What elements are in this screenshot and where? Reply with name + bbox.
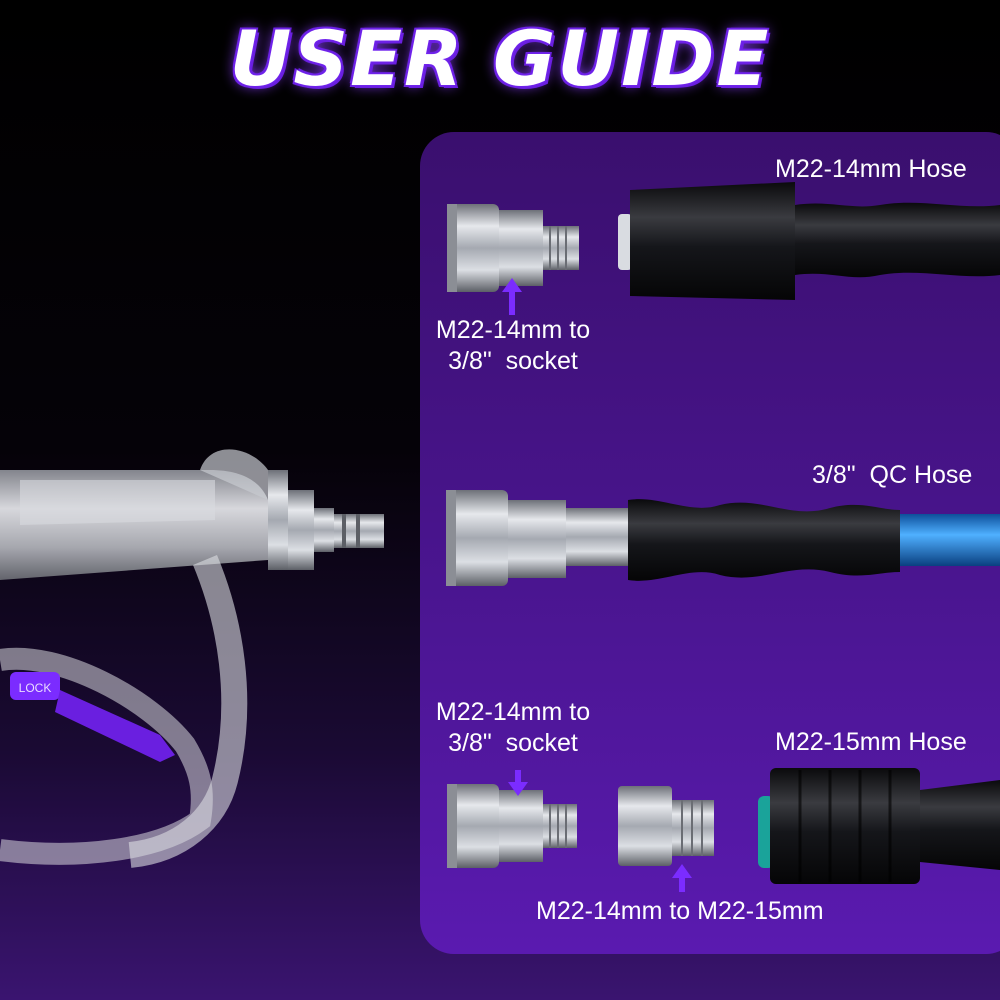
hose-m22-15mm bbox=[758, 768, 1000, 884]
adapter-m22-15mm bbox=[618, 786, 714, 866]
label-adapter-top-line1: M22-14mm to bbox=[435, 316, 591, 344]
page-title: USER GUIDE bbox=[229, 14, 771, 103]
label-hose-m22-15mm: M22-15mm Hose bbox=[775, 728, 967, 756]
hose-qc bbox=[446, 490, 1000, 586]
adapter-socket-top bbox=[447, 204, 579, 292]
adapter-socket-bottom bbox=[447, 784, 577, 868]
spray-gun: LOCK bbox=[0, 449, 384, 868]
lock-label: LOCK bbox=[19, 681, 52, 695]
label-hose-qc: 3/8" QC Hose bbox=[812, 461, 973, 489]
label-adapter-bottom-line1: M22-14mm to bbox=[435, 698, 591, 726]
hose-m22-14mm bbox=[618, 182, 1000, 300]
label-adapter-top-line2: 3/8" socket bbox=[448, 347, 578, 375]
label-adapter-bottom-line2: 3/8" socket bbox=[448, 729, 578, 757]
label-adapter-m22-15mm: M22-14mm to M22-15mm bbox=[536, 897, 824, 925]
label-hose-m22-14mm: M22-14mm Hose bbox=[775, 155, 967, 183]
